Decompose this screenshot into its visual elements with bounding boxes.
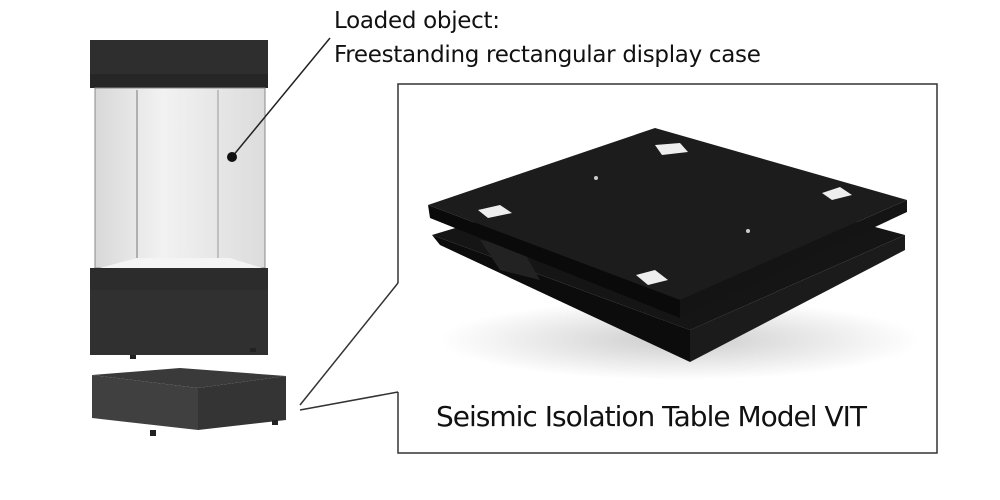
callout-label-line1: Loaded object: xyxy=(334,8,500,34)
callout-label-line2: Freestanding rectangular display case xyxy=(334,42,761,68)
zoom-line-top xyxy=(299,282,399,406)
leader-line-case xyxy=(231,37,331,158)
leader-dot xyxy=(227,152,237,162)
display-case xyxy=(90,40,268,359)
isolation-table-large xyxy=(428,128,920,380)
zoom-line-bottom xyxy=(299,391,399,411)
product-caption: Seismic Isolation Table Model VIT xyxy=(436,400,867,433)
callout-box xyxy=(397,83,938,454)
isolation-table-small xyxy=(92,368,286,436)
